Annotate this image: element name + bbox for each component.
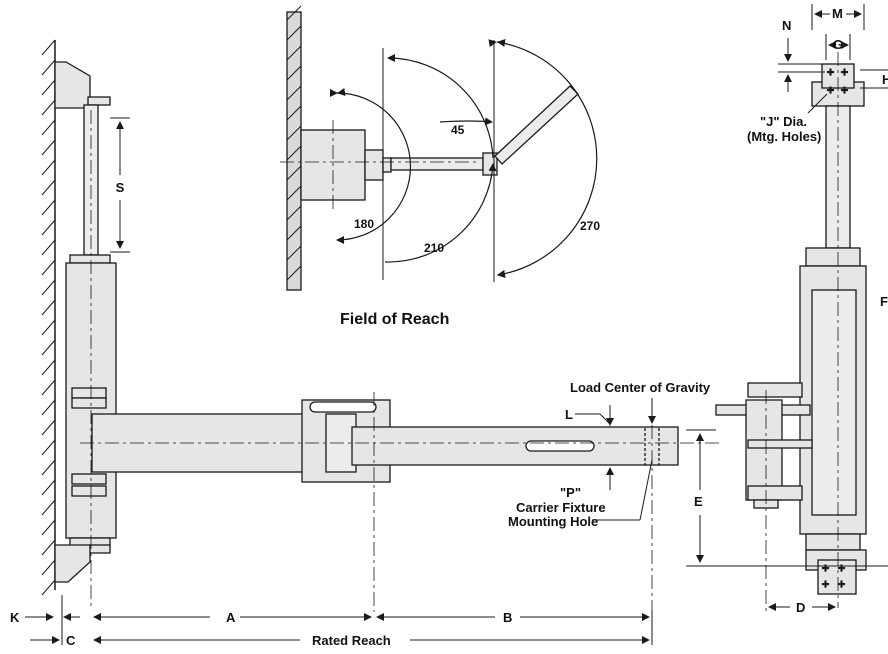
angled-arm: [494, 85, 579, 165]
label-load-cg: Load Center of Gravity: [570, 380, 711, 395]
angle-210: 210: [424, 241, 444, 255]
svg-text:+: +: [838, 577, 845, 591]
reach-arc-heads: [337, 39, 506, 278]
label-c: C: [66, 633, 76, 648]
label-p-line1: "P": [560, 485, 581, 500]
label-n: N: [782, 18, 791, 33]
center-lines: [80, 110, 720, 612]
carrier-block: [745, 399, 783, 501]
end-view-center-lines: [765, 52, 839, 612]
left-wall: [41, 39, 56, 596]
label-j-line2: (Mtg. Holes): [747, 129, 821, 144]
end-view-dimensions: [686, 4, 888, 611]
label-rated-reach: Rated Reach: [312, 633, 391, 648]
field-of-reach-title: Field of Reach: [340, 311, 449, 328]
top-cap: [87, 96, 111, 106]
svg-text:+: +: [822, 577, 829, 591]
arm-assembly: [91, 399, 679, 483]
arm-slot: [525, 440, 595, 452]
angle-45: 45: [451, 123, 465, 137]
label-j-line1: "J" Dia.: [760, 114, 807, 129]
label-l: L: [565, 407, 573, 422]
svg-text:+: +: [822, 561, 829, 575]
svg-text:+: +: [827, 65, 834, 79]
label-k: K: [10, 610, 20, 625]
angle-180: 180: [354, 217, 374, 231]
label-b: B: [503, 610, 512, 625]
reach-vertical-lines: [382, 40, 495, 282]
secondary-arm: [351, 426, 679, 466]
label-e: E: [694, 494, 703, 509]
label-f: F: [880, 294, 888, 309]
top-bracket: [54, 61, 91, 109]
label-p-line2: Carrier Fixture: [516, 500, 606, 515]
column-assembly: [54, 61, 117, 583]
reach-arcs: [329, 39, 598, 278]
svg-text:+: +: [841, 65, 848, 79]
angle-270: 270: [580, 219, 600, 233]
reach-arm: [390, 157, 484, 171]
label-s: S: [116, 180, 125, 195]
svg-text:+: +: [841, 83, 848, 97]
label-h: H: [882, 72, 888, 87]
label-g: G: [833, 37, 843, 52]
label-m: M: [832, 6, 843, 21]
svg-text:+: +: [838, 561, 845, 575]
label-p-line3: Mounting Hole: [508, 514, 598, 529]
reach-center-lines: [280, 120, 480, 210]
text-labels: S K C A B Rated Reach Load Center of Gra…: [10, 6, 888, 648]
dimension-lines: [25, 117, 656, 645]
label-a: A: [226, 610, 236, 625]
label-d: D: [796, 600, 805, 615]
bottom-bracket: [54, 544, 91, 583]
svg-text:+: +: [827, 83, 834, 97]
